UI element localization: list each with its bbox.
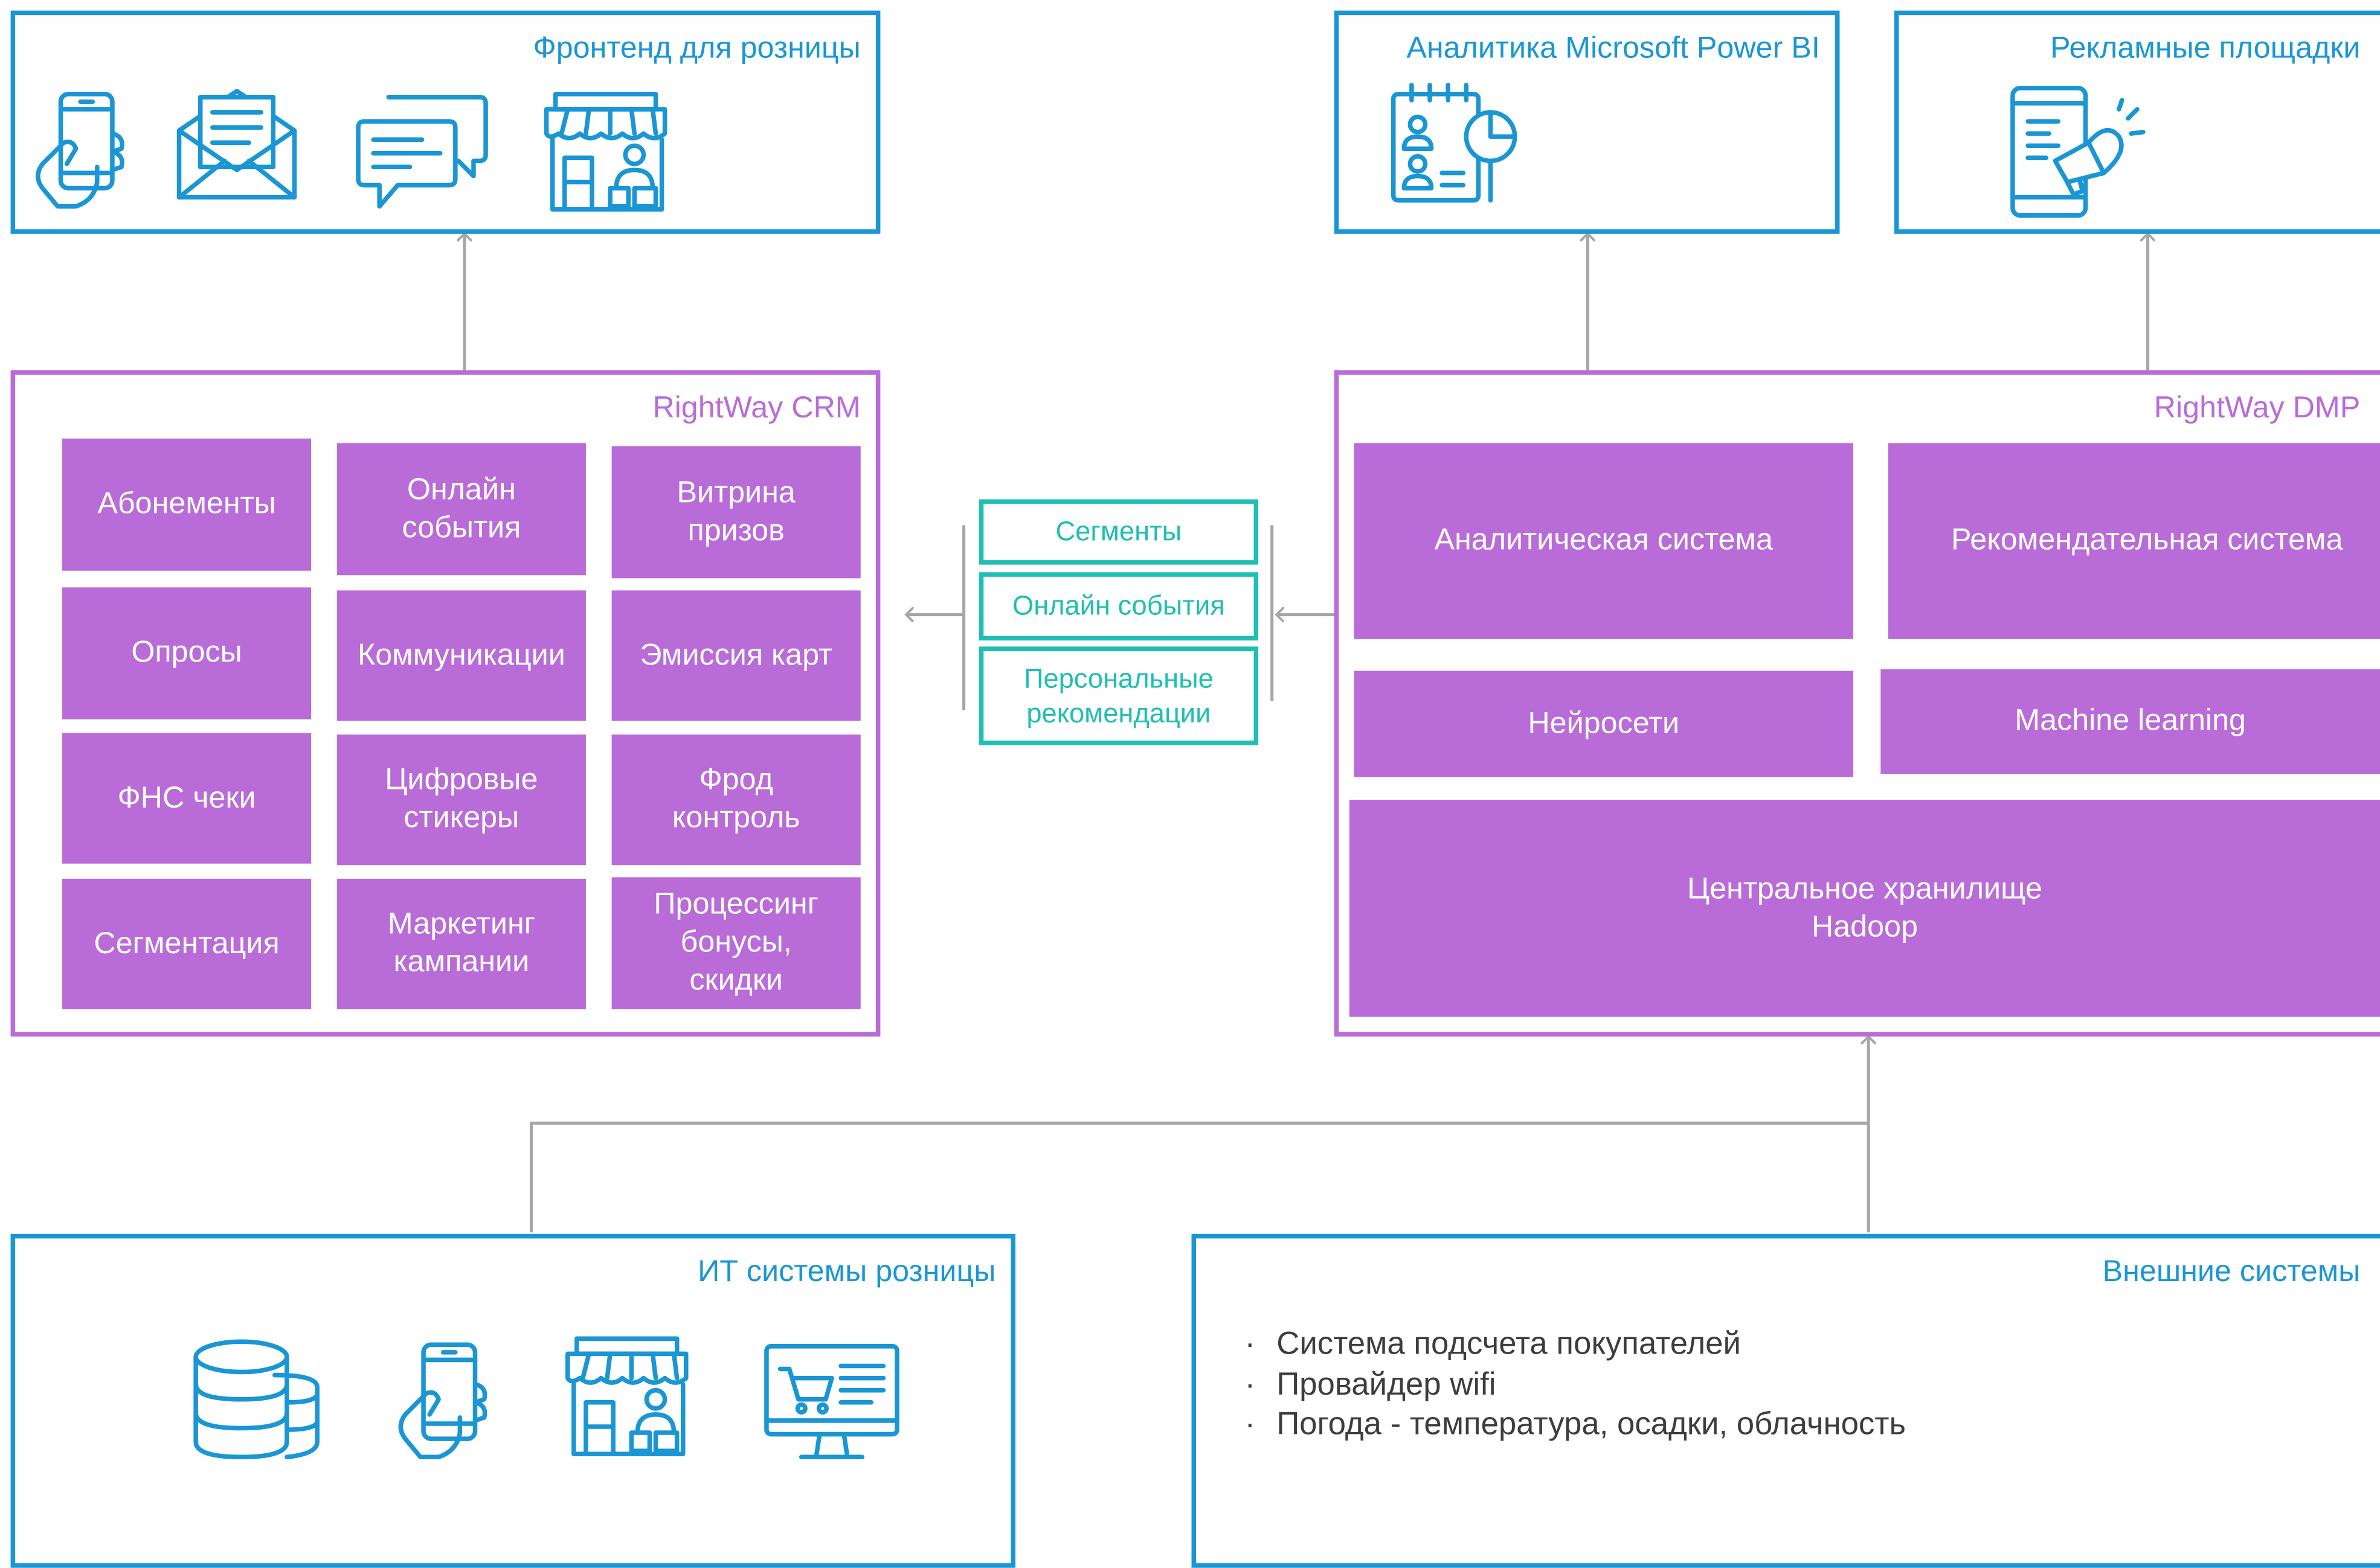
storefront-icon — [544, 92, 667, 212]
frontend-title: Фронтенд для розницы — [533, 31, 861, 66]
report-pie-icon — [1391, 82, 1517, 203]
crm-tile-card-emission: Эмиссия карт — [611, 590, 861, 721]
crm-tile-surveys: Опросы — [62, 587, 312, 720]
external-list: Система подсчета покупателей Провайдер w… — [1244, 1325, 1906, 1446]
crm-tile-communications: Коммуникации — [336, 590, 586, 721]
phone-hand-icon — [398, 1342, 487, 1460]
external-item-weather: Погода - температура, осадки, облачность — [1244, 1406, 1906, 1446]
connector-retail-it — [529, 1121, 1869, 1233]
crm-title: RightWay CRM — [652, 391, 861, 425]
dmp-title: RightWay DMP — [2153, 391, 2361, 425]
crm-tile-online-events: Онлайн события — [336, 443, 586, 576]
chip-segments: Сегменты — [979, 499, 1259, 565]
phone-megaphone-icon — [2010, 85, 2146, 218]
chip-online-events: Онлайн события — [979, 572, 1259, 641]
crm-tile-fraud-control: Фрод контроль — [611, 734, 861, 866]
crm-tile-marketing-campaigns: Маркетинг кампании — [336, 878, 586, 1009]
crm-tile-fns-receipts: ФНС чеки — [62, 733, 312, 864]
ads-title: Рекламные площадки — [2050, 31, 2361, 66]
storefront-icon — [565, 1336, 689, 1456]
chat-bubbles-icon — [356, 95, 488, 209]
envelope-icon — [176, 88, 297, 200]
diagram-canvas: Фронтенд для розницы — [0, 0, 2380, 1530]
crm-tile-segmentation: Сегментация — [62, 878, 312, 1009]
ads-box: Рекламные площадки — [1894, 10, 2380, 234]
dmp-tile-recommendation-system: Рекомендательная система — [1888, 443, 2380, 639]
dmp-tile-machine-learning: Machine learning — [1880, 669, 2380, 774]
chip-personal-recommendations: Персональные рекомендации — [979, 646, 1259, 745]
dmp-tile-central-storage: Центральное хранилище Hadoop — [1349, 800, 2380, 1017]
retail-it-title: ИТ системы розницы — [698, 1255, 996, 1289]
dmp-box: RightWay DMP — [1334, 370, 2380, 1037]
monitor-cart-icon — [764, 1344, 899, 1460]
crm-tile-bonus-processing: Процессинг бонусы, скидки — [611, 877, 861, 1009]
connector-lines — [0, 0, 2380, 1233]
dmp-tile-neural-networks: Нейросети — [1354, 670, 1854, 777]
database-icon — [193, 1339, 320, 1460]
phone-hand-icon — [36, 92, 124, 209]
frontend-box: Фронтенд для розницы — [10, 10, 881, 234]
analytics-title: Аналитика Microsoft Power BI — [1406, 31, 1820, 66]
external-item-wifi-provider: Провайдер wifi — [1244, 1365, 1906, 1406]
external-title: Внешние системы — [2102, 1255, 2361, 1289]
dmp-tile-analytics-system: Аналитическая система — [1354, 443, 1854, 639]
external-item-visitor-counting: Система подсчета покупателей — [1244, 1325, 1906, 1366]
crm-tile-digital-stickers: Цифровые стикеры — [336, 734, 586, 866]
analytics-box: Аналитика Microsoft Power BI — [1334, 10, 1840, 234]
crm-tile-subscriptions: Абонементы — [62, 439, 312, 571]
crm-tile-prize-showcase: Витрина призов — [611, 446, 861, 579]
crm-box: RightWay CRM — [10, 370, 881, 1037]
